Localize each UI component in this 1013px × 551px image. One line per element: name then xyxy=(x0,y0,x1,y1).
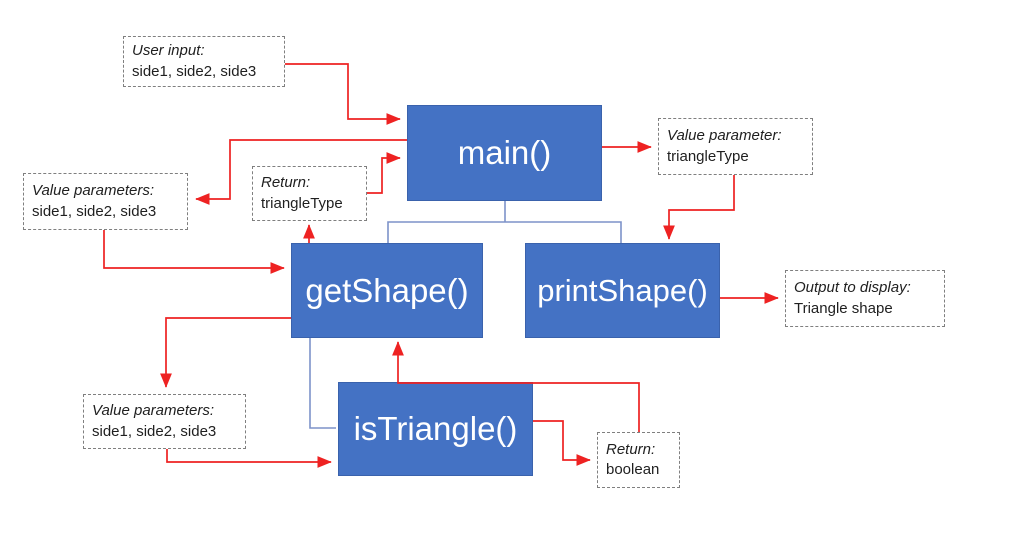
annotation-title: Output to display: xyxy=(794,279,911,297)
annotation-value: Triangle shape xyxy=(794,299,893,317)
annotation-return-boolean: Return: boolean xyxy=(597,432,680,488)
function-box-printshape: printShape() xyxy=(525,243,720,338)
annotation-return-triangletype: Return: triangleType xyxy=(252,166,367,221)
function-label-printshape: printShape() xyxy=(537,272,708,308)
arrow-value-parameter-triangletype-to-printshape xyxy=(663,175,735,240)
annotation-title: Value parameters: xyxy=(32,182,155,200)
connector-getshape-to-istriangle xyxy=(309,338,336,429)
arrow-value-parameters-bottom-to-istriangle xyxy=(166,449,332,468)
function-label-getshape: getShape() xyxy=(305,271,469,309)
annotation-value: triangleType xyxy=(667,147,749,165)
arrow-return-triangletype-to-main xyxy=(367,152,401,194)
function-box-main: main() xyxy=(407,105,602,201)
annotation-value-parameters-bottom: Value parameters: side1, side2, side3 xyxy=(83,394,246,449)
annotation-title: User input: xyxy=(132,42,205,60)
annotation-value: triangleType xyxy=(261,194,343,212)
function-box-istriangle: isTriangle() xyxy=(338,382,533,476)
annotation-output-to-display: Output to display: Triangle shape xyxy=(785,270,945,327)
arrow-getshape-to-value-parameters-bottom xyxy=(160,317,291,388)
annotation-user-input: User input: side1, side2, side3 xyxy=(123,36,285,87)
function-box-getshape: getShape() xyxy=(291,243,483,338)
annotation-value: boolean xyxy=(606,461,660,478)
annotation-value-parameters-left: Value parameters: side1, side2, side3 xyxy=(23,173,188,230)
function-label-main: main() xyxy=(457,134,552,171)
annotation-value-parameter-triangletype: Value parameter: triangleType xyxy=(658,118,813,175)
annotation-value: side1, side2, side3 xyxy=(132,62,257,80)
arrow-istriangle-to-return-boolean xyxy=(533,420,591,466)
annotation-title: Value parameter: xyxy=(667,127,782,145)
annotation-value: side1, side2, side3 xyxy=(92,422,217,440)
arrow-user-input-to-main xyxy=(285,63,401,125)
connector-main-to-getshape-printshape xyxy=(387,221,622,243)
annotation-value: side1, side2, side3 xyxy=(32,202,157,220)
arrow-value-parameters-left-to-getshape xyxy=(103,230,285,274)
annotation-title: Return: xyxy=(606,440,656,458)
annotation-title: Return: xyxy=(261,174,311,192)
function-label-istriangle: isTriangle() xyxy=(353,410,518,447)
annotation-title: Value parameters: xyxy=(92,402,215,420)
